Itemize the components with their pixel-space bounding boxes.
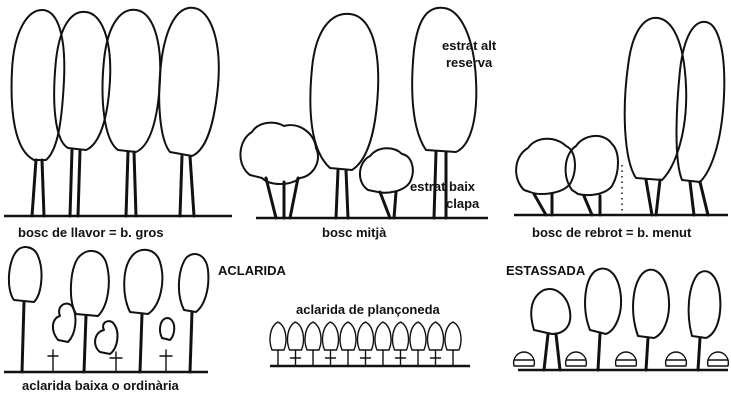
sapling-crown <box>270 322 286 350</box>
sapling-crown <box>445 322 461 350</box>
tree-crown <box>179 254 208 312</box>
tree-trunk <box>698 338 700 370</box>
tree-crown <box>633 270 669 338</box>
sapling-crown <box>340 322 356 350</box>
tree-trunk <box>126 152 136 216</box>
reserve-tree-crown <box>412 8 476 152</box>
tree-crown <box>159 8 219 156</box>
cut-sapling-stem <box>361 350 371 366</box>
label-bosc-llavor: bosc de llavor = b. gros <box>18 225 164 240</box>
sapling-crown <box>288 322 304 350</box>
sprout-tree-crown <box>677 22 725 182</box>
cut-stump <box>160 350 172 372</box>
sapling-crown <box>358 322 374 350</box>
label-reserva: reserva <box>446 55 492 70</box>
tree-trunk <box>70 150 80 216</box>
cut-stump <box>110 352 122 372</box>
tree-trunk <box>544 334 560 370</box>
sapling-row <box>270 322 461 366</box>
heading-estassada: ESTASSADA <box>506 263 585 278</box>
label-bosc-rebrot: bosc de rebrot = b. menut <box>532 225 691 240</box>
standard-tree-crown <box>310 14 378 170</box>
panel-planconeda-drawing <box>270 322 470 366</box>
label-estrat-alt: estrat alt <box>442 38 496 53</box>
panel-llavor-drawing <box>4 8 232 216</box>
sapling-crown <box>375 322 391 350</box>
tree-trunk <box>646 338 648 370</box>
coppice-crown <box>240 123 318 184</box>
label-clapa: clapa <box>446 196 479 211</box>
sapling-crown <box>323 322 339 350</box>
cut-stump <box>48 350 58 372</box>
sapling-crown <box>428 322 444 350</box>
small-tree-crown <box>160 318 174 340</box>
brush-clump <box>666 352 687 366</box>
standard-tree-trunk <box>336 170 348 218</box>
cut-sapling-stem <box>326 350 336 366</box>
tree-crown <box>689 271 721 338</box>
small-tree-crown <box>53 304 76 342</box>
cut-sapling-stem <box>396 350 406 366</box>
tree-trunk <box>84 316 86 372</box>
tree-trunk <box>32 160 44 216</box>
label-aclarida-baixa: aclarida baixa o ordinària <box>22 378 179 393</box>
tree-crown <box>585 269 621 334</box>
panel-aclarida-baixa-drawing <box>4 247 208 372</box>
tree-trunk <box>140 314 142 372</box>
label-aclarida-planconeda: aclarida de plançoneda <box>296 302 440 317</box>
tree-trunk <box>598 334 600 370</box>
sapling-crown <box>393 322 409 350</box>
tree-crown <box>9 247 42 302</box>
sprout-stems <box>584 196 600 215</box>
brush-clump <box>514 352 535 366</box>
label-bosc-mitja: bosc mitjà <box>322 225 386 240</box>
brush-clump <box>708 352 729 366</box>
panel-estassada-drawing <box>514 269 729 370</box>
tree-crown <box>71 251 109 316</box>
panel-rebrot-drawing <box>514 18 728 215</box>
tree-crown <box>124 250 162 314</box>
cut-sapling-stem <box>291 350 301 366</box>
tree-trunk <box>22 302 24 372</box>
coppice-stems <box>380 192 396 218</box>
sprout-crown <box>566 136 618 195</box>
sprout-tree-trunk <box>646 180 660 215</box>
heading-aclarida: ACLARIDA <box>218 263 286 278</box>
coppice-crown <box>360 148 413 192</box>
cut-sapling-stem <box>431 350 441 366</box>
tree-crown <box>12 10 65 160</box>
tree-crown <box>531 289 570 334</box>
tree-trunk <box>180 156 194 216</box>
sprout-stems <box>534 194 552 215</box>
tree-crown <box>103 10 161 152</box>
sprout-tree-trunk <box>690 182 708 215</box>
small-tree-crown <box>95 321 117 354</box>
sapling-crown <box>305 322 321 350</box>
brush-clump <box>616 352 637 366</box>
label-estrat-baix: estrat baix <box>410 179 475 194</box>
sapling-crown <box>410 322 426 350</box>
brush-clump <box>566 352 587 366</box>
tree-trunk <box>190 312 192 372</box>
